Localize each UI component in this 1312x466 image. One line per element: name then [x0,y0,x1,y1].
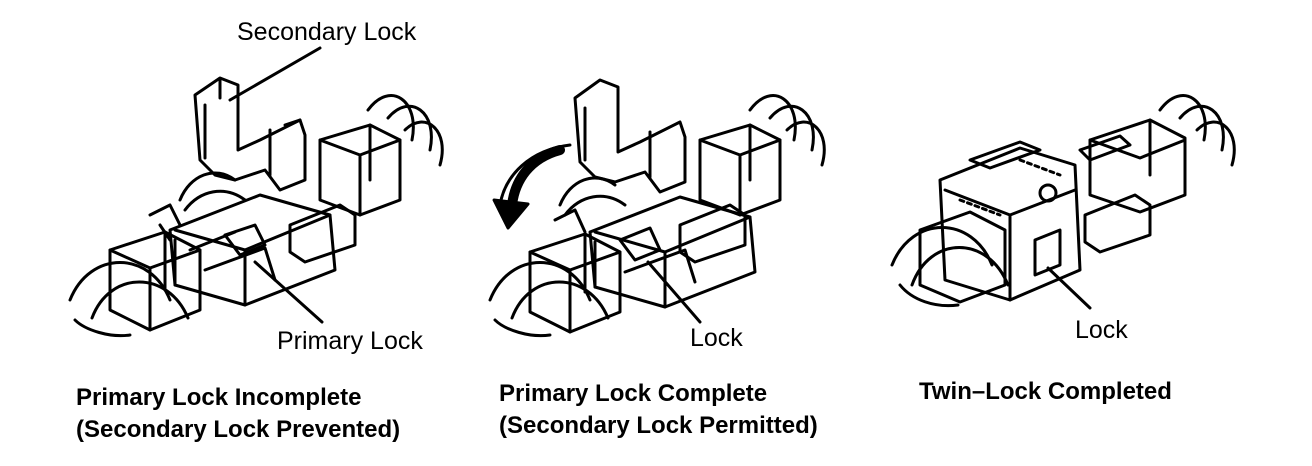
caption-primary-lock-complete: Primary Lock Complete (Secondary Lock Pe… [499,378,818,442]
caption-line-1: Primary Lock Complete [499,380,768,407]
connector-illustration-twin-lock [890,94,1236,308]
callout-leader-primary-lock [253,260,324,324]
caption-line-1: Twin–Lock Completed [919,378,1172,405]
caption-twin-lock-completed: Twin–Lock Completed [919,376,1172,408]
caption-line-1: Primary Lock Incomplete [76,384,362,411]
connector-illustration-complete [488,78,826,338]
connector-illustration-incomplete [68,76,444,338]
callout-leader-lock-3 [1046,266,1092,310]
caption-primary-lock-incomplete: Primary Lock Incomplete (Secondary Lock … [76,382,400,446]
label-secondary-lock: Secondary Lock [237,18,417,46]
label-lock-panel-3: Lock [1075,316,1128,344]
caption-line-2: (Secondary Lock Permitted) [499,412,818,439]
callout-leader-secondary-lock [228,46,322,102]
wire-left [68,261,172,302]
wire-right [366,94,415,142]
rotation-arrow-icon [492,143,572,230]
label-lock-panel-2: Lock [690,324,743,352]
housing-mated [938,146,1082,302]
housing-left [108,230,202,332]
caption-line-2: (Secondary Lock Prevented) [76,416,401,443]
callout-leader-lock-2 [646,260,702,324]
label-primary-lock: Primary Lock [277,327,423,355]
